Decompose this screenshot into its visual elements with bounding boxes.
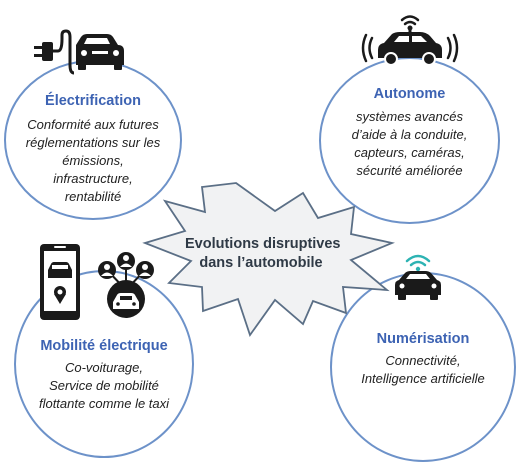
mobilite-title: Mobilité électrique [40,338,168,354]
electrification-line-5: rentabilité [64,189,122,204]
autonome-circle [319,57,500,224]
numerisation-line-2: Intelligence artificielle [361,371,485,386]
mobilite-line-2: Service de mobilité [49,378,159,393]
autonome-description: systèmes avancés d’aide à la conduite, c… [319,108,500,180]
electrification-description: Conformité aux futures réglementations s… [4,116,182,206]
ride-sharing-icon [40,244,154,320]
mobilite-description: Co-voiturage, Service de mobilité flotta… [14,359,194,413]
autonome-line-4: sécurité améliorée [356,163,463,178]
numerisation-circle [330,272,516,462]
autonomous-car-icon [361,15,459,66]
electric-car-plug-icon [34,29,124,75]
numerisation-line-1: Connectivité, [385,353,461,368]
mobilite-line-3: flottante comme le taxi [38,396,170,411]
electrification-title: Électrification [45,93,141,109]
numerisation-description: Connectivité, Intelligence artificielle [330,352,516,388]
autonome-line-1: systèmes avancés [356,109,463,124]
autonome-title: Autonome [373,86,446,102]
mobilite-line-1: Co-voiturage, [64,360,144,375]
electrification-line-2: réglementations sur les [25,135,161,150]
electrification-line-1: Conformité aux futures [27,117,159,132]
autonome-line-2: d’aide à la conduite, [351,127,468,142]
autonome-line-3: capteurs, caméras, [354,145,465,160]
center-title: Evolutions disruptives dans l’automobile [185,235,341,273]
connected-car-icon [395,254,441,300]
center-line-2: dans l’automobile [199,255,323,271]
numerisation-title: Numérisation [376,331,470,347]
electrification-line-4: infrastructure, [53,171,133,186]
electrification-line-3: émissions, [62,153,124,168]
center-line-1: Evolutions disruptives [185,236,341,252]
